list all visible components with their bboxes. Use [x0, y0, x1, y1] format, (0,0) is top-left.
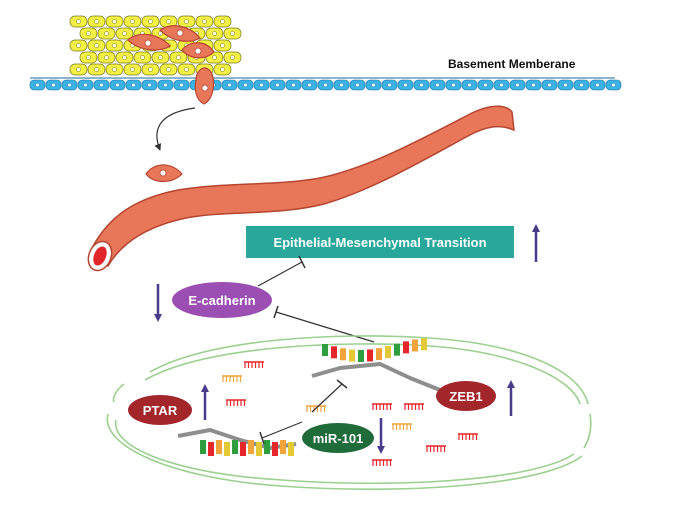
- basement-membrane-label: Basement Memberane: [448, 57, 576, 71]
- basement-membrane: [29, 77, 622, 91]
- ecadherin-label: E-cadherin: [188, 293, 255, 308]
- migration-arrow: [154, 107, 196, 151]
- circulating-cell: [145, 164, 183, 183]
- ptar-label: PTAR: [143, 403, 178, 418]
- emt-label: Epithelial-Mesenchymal Transition: [273, 235, 486, 250]
- ecadherin-node: [172, 282, 272, 318]
- inhibit-ecad-emt: [257, 261, 303, 287]
- inhibit-mir-ptar: [261, 421, 303, 439]
- migrating-cells: [127, 25, 215, 59]
- inhibit-mir-zeb1: [311, 383, 343, 413]
- ptar-node: [128, 395, 192, 425]
- blood-vessel: [87, 105, 515, 272]
- inhibit-zeb1-ecad: [275, 311, 375, 343]
- zeb1-node: [436, 381, 496, 411]
- mir101-node: [302, 423, 374, 453]
- zeb1-mrna-strand: [311, 338, 441, 392]
- emt-box: [246, 226, 514, 258]
- ptar-lncrna-strand: [177, 428, 297, 456]
- zeb1-label: ZEB1: [449, 389, 482, 404]
- mirna-molecules: [222, 361, 478, 466]
- invading-cell: [194, 67, 215, 105]
- mir101-label: miR-101: [313, 431, 364, 446]
